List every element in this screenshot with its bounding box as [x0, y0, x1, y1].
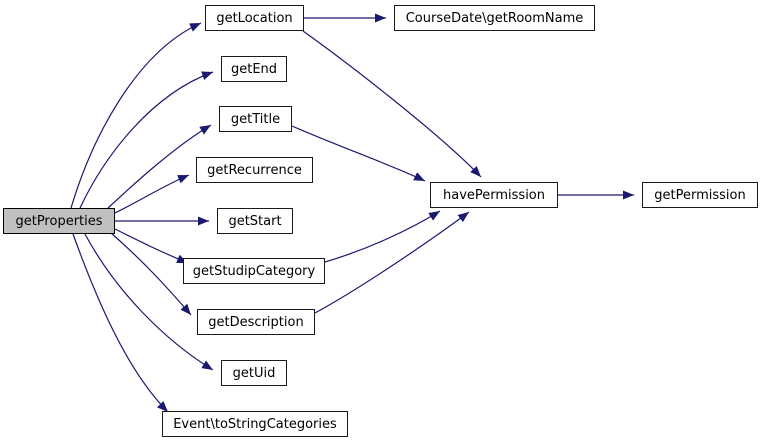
- edge-getproperties-getlocation: [70, 22, 202, 209]
- edge-getdescription-havepermission: [314, 211, 470, 314]
- edge-gettitle-havepermission: [291, 125, 426, 182]
- node-getend[interactable]: getEnd: [221, 56, 287, 82]
- edge-getproperties-tostringcategories: [72, 233, 169, 413]
- edge-getproperties-getrecurrence: [114, 174, 190, 214]
- node-coursedate-getroomname[interactable]: CourseDate\getRoomName: [394, 5, 595, 31]
- node-gettitle[interactable]: getTitle: [219, 106, 292, 132]
- node-getrecurrence[interactable]: getRecurrence: [196, 157, 313, 183]
- node-event-tostringcategories[interactable]: Event\toStringCategories: [162, 411, 348, 437]
- edge-getproperties-gettitle: [107, 124, 212, 209]
- edge-getproperties-getuid: [84, 233, 214, 371]
- node-getstart[interactable]: getStart: [217, 208, 293, 234]
- edge-getproperties-getend: [79, 71, 214, 209]
- node-getlocation[interactable]: getLocation: [205, 5, 304, 31]
- edge-getstudipcategory-havepermission: [324, 210, 441, 263]
- node-getstudipcategory[interactable]: getStudipCategory: [183, 258, 325, 284]
- node-getdescription[interactable]: getDescription: [197, 309, 315, 335]
- edge-getproperties-getstudipcategory: [114, 228, 189, 264]
- node-getuid[interactable]: getUid: [221, 360, 287, 386]
- node-havepermission[interactable]: havePermission: [430, 182, 558, 208]
- edge-getproperties-getdescription: [110, 232, 192, 316]
- node-getpermission[interactable]: getPermission: [642, 182, 758, 208]
- node-getproperties: getProperties: [3, 208, 115, 234]
- edge-getlocation-havepermission: [302, 30, 482, 178]
